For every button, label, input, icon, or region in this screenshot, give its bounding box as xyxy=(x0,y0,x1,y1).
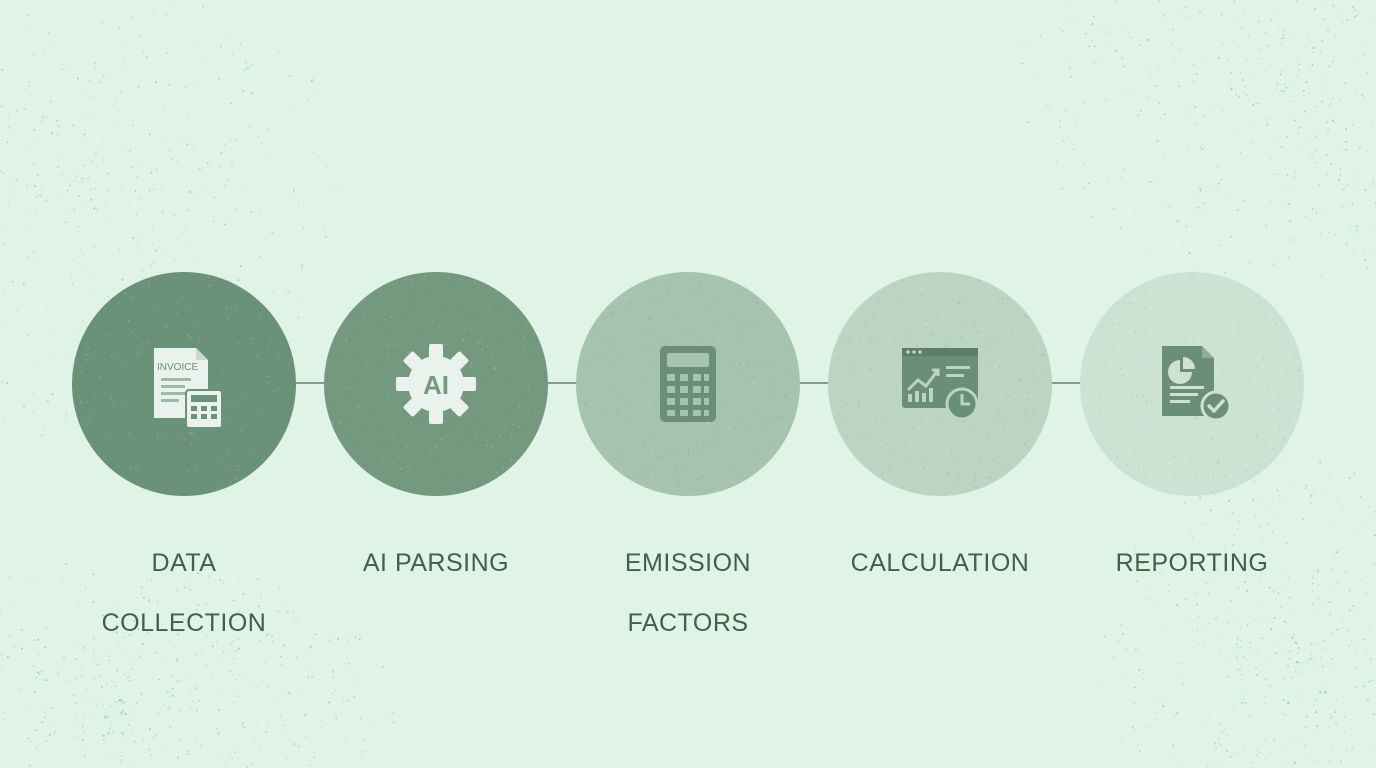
ai-icon-text: AI xyxy=(423,370,449,400)
connector-2 xyxy=(546,382,578,384)
step-label-ai-parsing: AI PARSING xyxy=(362,549,510,577)
step-label-emission-factors: EMISSION FACTORS xyxy=(624,549,752,637)
calculator-icon xyxy=(660,346,716,422)
step-label-reporting: REPORTING xyxy=(1115,549,1269,577)
step-circle-calculation xyxy=(828,272,1052,496)
report-check-icon xyxy=(1162,346,1232,422)
invoice-calculator-icon: INVOICE xyxy=(154,348,223,429)
dashboard-chart-icon xyxy=(902,348,979,421)
step-circle-reporting xyxy=(1080,272,1304,496)
step-label-data-collection: DATA COLLECTION xyxy=(101,549,267,637)
step-circle-ai-parsing: AI xyxy=(324,272,548,496)
connector-1 xyxy=(294,382,326,384)
step-circle-data-collection: INVOICE xyxy=(72,272,296,496)
step-label-calculation: CALCULATION xyxy=(850,549,1030,577)
invoice-icon-text: INVOICE xyxy=(157,362,198,373)
step-circle-emission-factors xyxy=(576,272,800,496)
ai-gear-icon: AI xyxy=(396,344,476,424)
connector-3 xyxy=(798,382,830,384)
connector-4 xyxy=(1050,382,1082,384)
